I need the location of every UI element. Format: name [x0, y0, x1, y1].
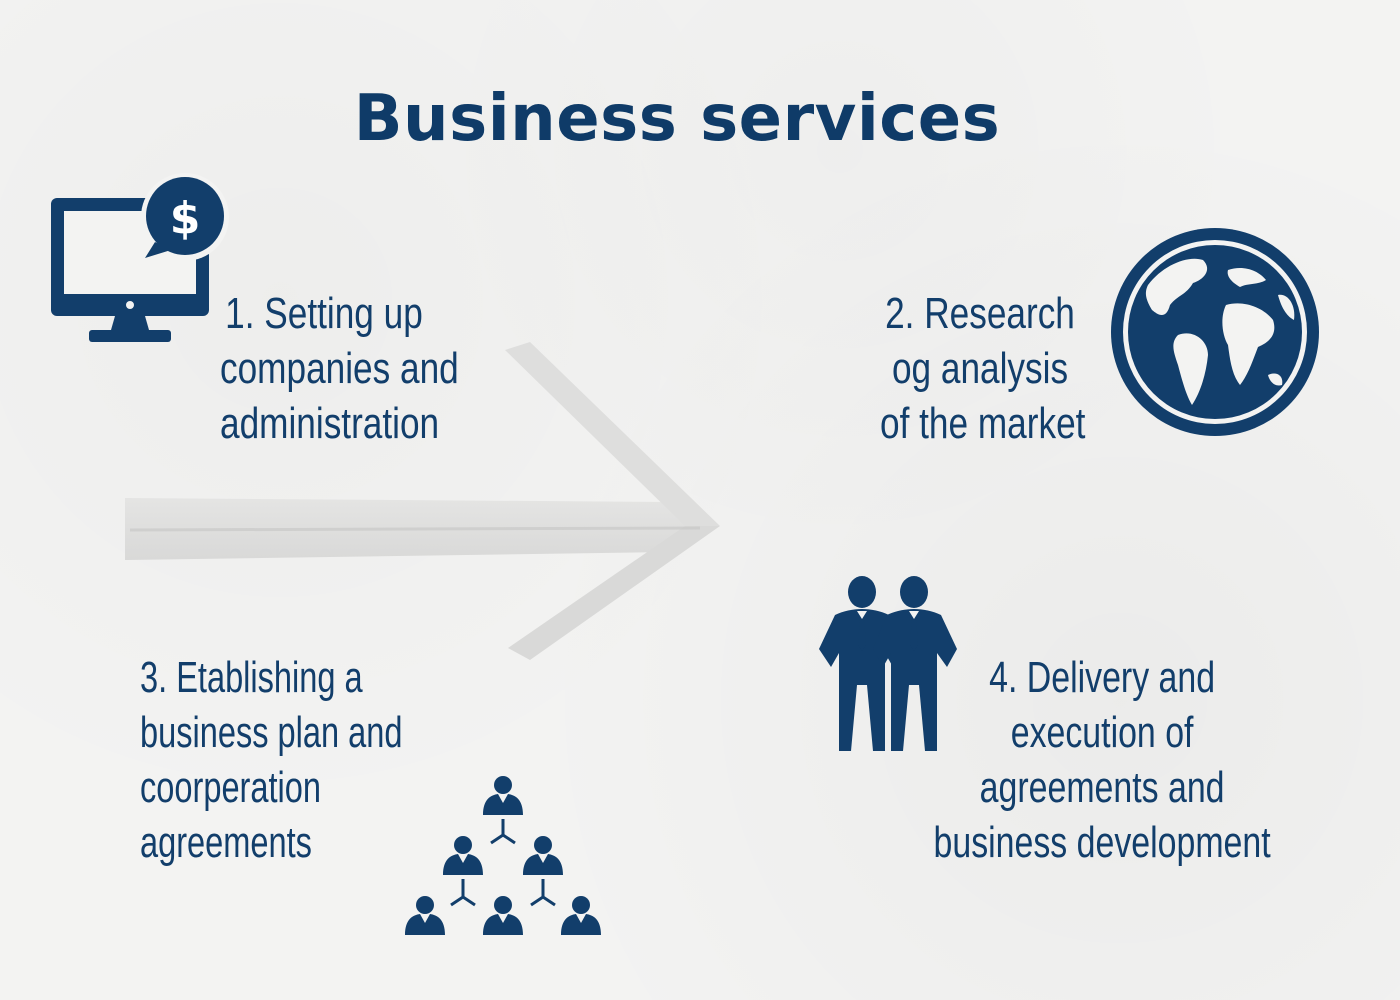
service-line: companies and — [220, 344, 459, 393]
businessmen-icon — [819, 576, 957, 751]
service-line: business development — [933, 818, 1271, 867]
computer-dollar-icon: $ — [51, 173, 229, 342]
service-setting-up-companies: 1. Setting up companies and administrati… — [220, 286, 459, 451]
service-line: business plan and — [140, 708, 403, 757]
service-line: 4. Delivery and — [989, 653, 1216, 702]
hierarchy-people-icon — [405, 776, 601, 935]
service-line: execution of — [1010, 708, 1194, 757]
service-line: 2. Research — [885, 289, 1075, 338]
service-delivery-execution: 4. Delivery and execution of agreements … — [925, 650, 1279, 870]
page-title: Business services — [353, 82, 1001, 156]
service-line: of the market — [880, 399, 1086, 448]
service-line: coorperation — [140, 763, 322, 812]
service-line: agreements and — [979, 763, 1225, 812]
background-arrow-icon — [125, 342, 720, 660]
service-line: 1. Setting up — [225, 289, 423, 338]
service-business-plan: 3. Etablishing a business plan and coorp… — [140, 650, 436, 870]
service-line: agreements — [140, 818, 312, 867]
service-line: og analysis — [891, 344, 1069, 393]
service-line: administration — [220, 399, 440, 448]
globe-icon — [1111, 228, 1319, 436]
service-line: 3. Etablishing a — [140, 653, 363, 702]
svg-text:$: $ — [170, 193, 201, 244]
service-research-analysis: 2. Research og analysis of the market — [880, 286, 1086, 451]
